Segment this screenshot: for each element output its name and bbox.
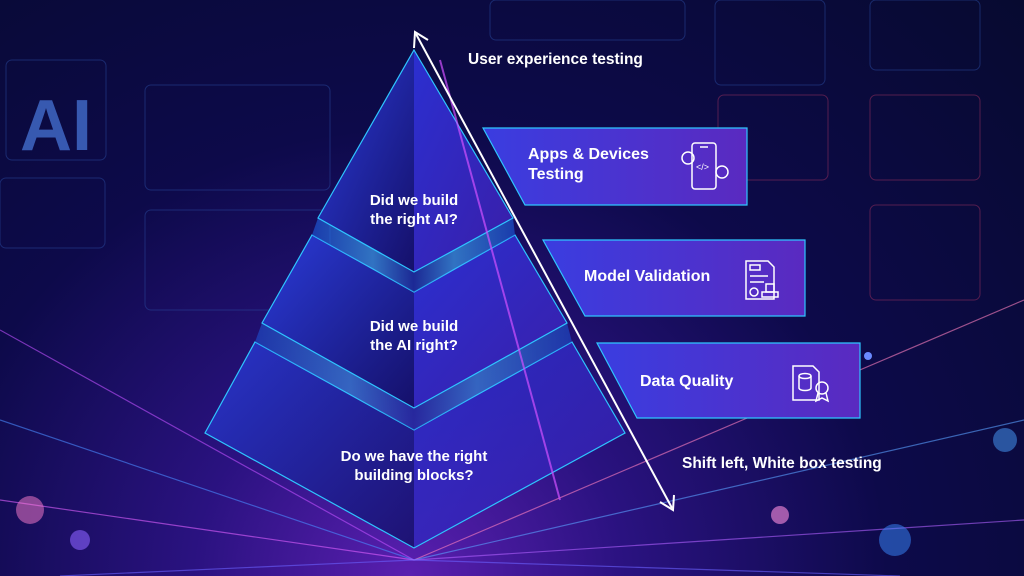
database-certificate-icon (792, 365, 830, 403)
shift-arrow (413, 30, 675, 512)
apps-devices-line1: Apps & Devices (528, 146, 649, 163)
pyramid-bottom-line1: Do we have the right (340, 448, 488, 465)
bokeh-dots (16, 352, 1017, 556)
mobile-code-gear-icon: </> (681, 142, 729, 190)
model-validation-label: Model Validation (584, 268, 711, 285)
shift-left-label: Shift left, White box testing (682, 455, 882, 472)
background-panels (0, 0, 981, 311)
pyramid-bottom-line2: building blocks? (354, 466, 474, 484)
user-experience-label: User experience testing (468, 51, 643, 68)
apps-devices-label: Apps & Devices Testing (528, 145, 649, 185)
model-validation-box (541, 239, 806, 317)
apps-devices-line2: Testing (528, 166, 584, 183)
pyramid-middle-line1: Did we build (369, 318, 459, 335)
document-stamp-icon (745, 260, 779, 300)
pyramid-middle-layer (255, 234, 572, 430)
pyramid-top-label: Did we build the right AI? (330, 192, 498, 230)
pyramid-top-layer (312, 48, 515, 292)
pyramid-top-line2: the right AI? (370, 210, 458, 228)
background-ai-label: AI (20, 86, 92, 166)
pyramid-middle-label: Did we build the AI right? (330, 318, 498, 356)
light-rays (0, 299, 1024, 576)
data-quality-label: Data Quality (640, 373, 734, 390)
pyramid-middle-line2: the AI right? (370, 336, 458, 354)
pyramid-top-line1: Did we build (369, 192, 459, 209)
pyramid-bottom-label: Do we have the right building blocks? (300, 448, 528, 486)
svg-text:</>: </> (696, 162, 709, 172)
apps-devices-box (481, 127, 748, 206)
light-beam (439, 59, 561, 501)
